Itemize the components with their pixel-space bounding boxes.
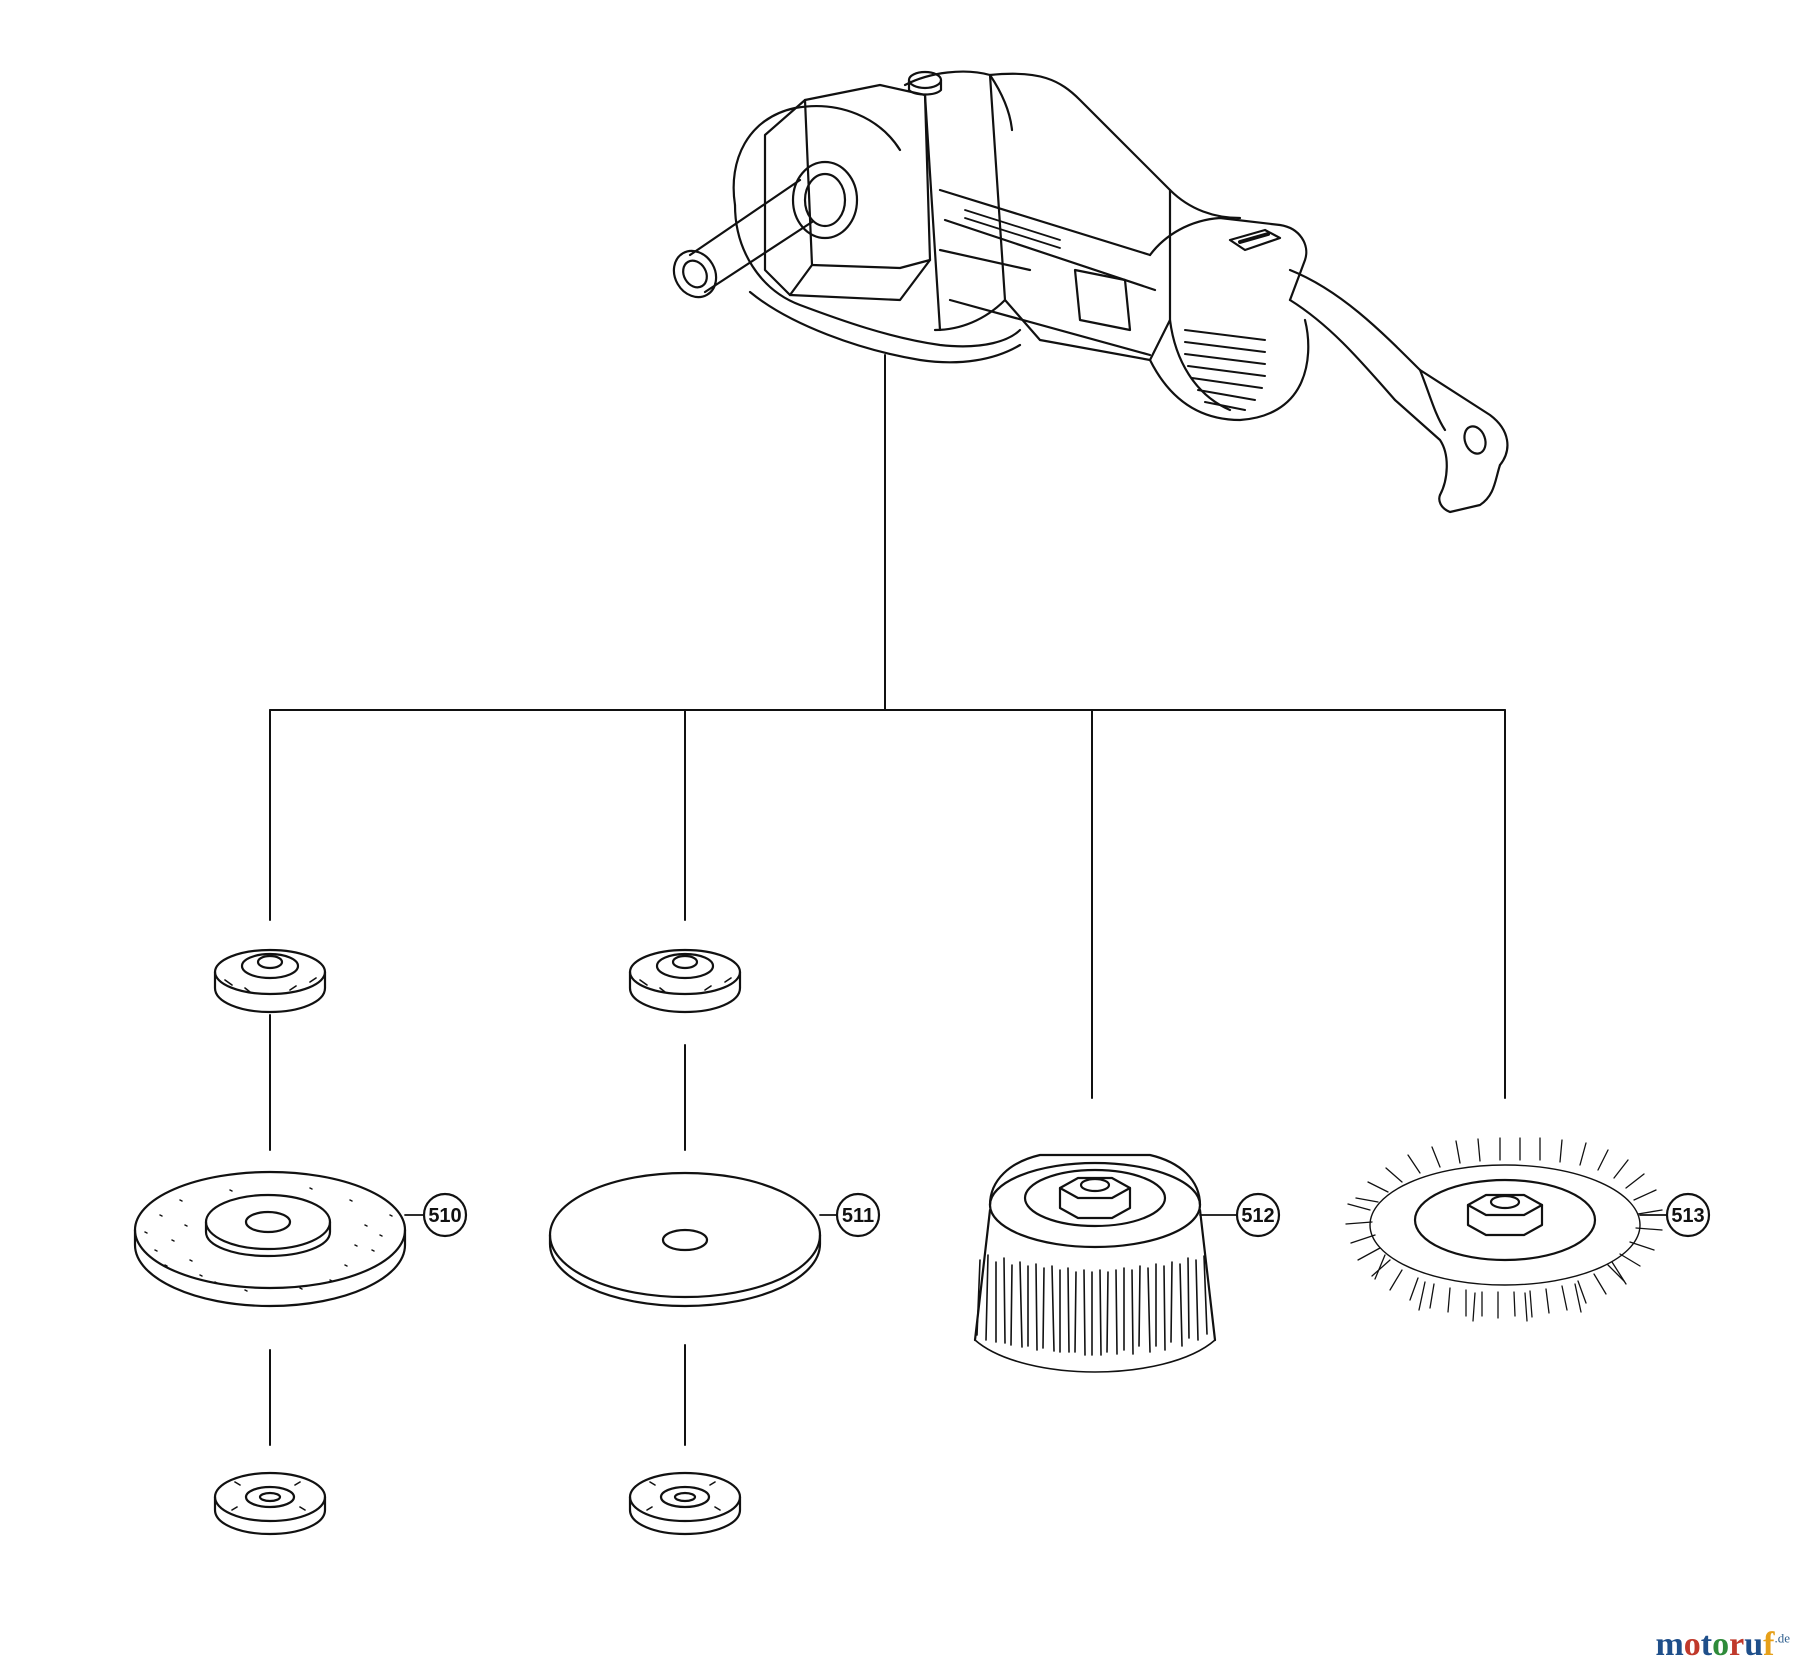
callout-512-label: 512 bbox=[1241, 1205, 1274, 1227]
connector-lines bbox=[269, 354, 1506, 1446]
angle-grinder bbox=[672, 70, 1509, 514]
watermark-letter: u bbox=[1744, 1626, 1764, 1663]
wheel-brush-513 bbox=[1345, 1137, 1663, 1322]
callout-511-label: 511 bbox=[842, 1205, 874, 1227]
callout-510: 510 bbox=[422, 1192, 468, 1238]
callout-511: 511 bbox=[835, 1192, 881, 1238]
watermark-letter: m bbox=[1655, 1626, 1684, 1663]
callout-513: 513 bbox=[1665, 1192, 1711, 1238]
cutting-disc-511 bbox=[548, 1171, 822, 1308]
watermark-letter: o bbox=[1712, 1626, 1730, 1663]
callout-510-label: 510 bbox=[428, 1205, 461, 1227]
flange-top-second bbox=[628, 948, 742, 1014]
flange-bottom-left bbox=[213, 1471, 327, 1536]
grinding-disc-510 bbox=[133, 1170, 407, 1308]
watermark-letter: f bbox=[1763, 1626, 1775, 1663]
cup-brush-512 bbox=[973, 1153, 1217, 1373]
watermark-letter: t bbox=[1700, 1626, 1713, 1663]
watermark-suffix: .de bbox=[1774, 1630, 1790, 1646]
watermark-letter: o bbox=[1683, 1626, 1701, 1663]
flange-bottom-second bbox=[628, 1471, 742, 1536]
motoruf-watermark-logo: motoruf.de bbox=[1655, 1626, 1790, 1664]
callout-512: 512 bbox=[1235, 1192, 1281, 1238]
watermark-letter: r bbox=[1729, 1626, 1745, 1663]
callout-513-label: 513 bbox=[1671, 1205, 1704, 1227]
flange-top-left bbox=[213, 948, 327, 1014]
